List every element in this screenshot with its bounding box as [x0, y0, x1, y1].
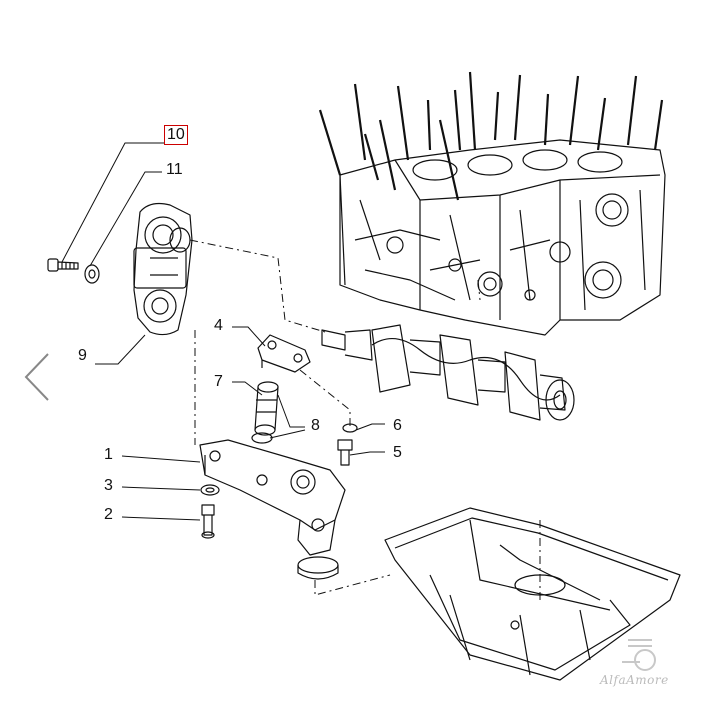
- assembly-line: [189, 239, 326, 333]
- leader-line: [89, 171, 162, 267]
- callout-10[interactable]: 10: [164, 125, 188, 145]
- pump-drive-housing: [133, 202, 193, 336]
- callout-1[interactable]: 1: [104, 446, 113, 463]
- leader-line: [121, 455, 201, 463]
- leader-line: [355, 423, 385, 431]
- crankshaft: [321, 324, 575, 421]
- leader-line: [349, 451, 385, 456]
- logo-icon: [622, 639, 656, 671]
- assembly-line: [477, 279, 481, 301]
- washer-3: [200, 484, 220, 496]
- bolt-2: [201, 504, 215, 539]
- prev-image-button[interactable]: [22, 350, 52, 404]
- leader-line: [121, 486, 201, 491]
- leader-line: [232, 381, 263, 396]
- fitting: [257, 334, 311, 373]
- callout-2[interactable]: 2: [104, 506, 113, 523]
- callout-11[interactable]: 11: [166, 161, 183, 178]
- leader-line: [269, 429, 306, 439]
- callout-6[interactable]: 6: [393, 417, 402, 434]
- bolt: [47, 258, 79, 272]
- pipe: [254, 381, 279, 436]
- oil-pump: [199, 439, 346, 580]
- leader-line: [232, 326, 266, 347]
- assembly-line: [314, 574, 391, 596]
- washer: [84, 264, 100, 284]
- callout-4[interactable]: 4: [214, 317, 223, 334]
- leader-line: [61, 142, 165, 263]
- leader-line: [121, 516, 201, 521]
- assembly-line: [299, 369, 351, 430]
- engine-block: [318, 71, 666, 336]
- leader-line: [277, 394, 305, 428]
- watermark-text: AlfaAmore: [600, 673, 669, 687]
- callout-5[interactable]: 5: [393, 444, 402, 461]
- callout-7[interactable]: 7: [214, 373, 223, 390]
- oil-sump: [384, 507, 681, 681]
- chevron-left-icon: [24, 353, 49, 401]
- bolt-5: [337, 439, 353, 466]
- callout-8[interactable]: 8: [311, 417, 320, 434]
- callout-9[interactable]: 9: [78, 347, 87, 364]
- leader-line: [95, 334, 146, 365]
- callout-3[interactable]: 3: [104, 477, 113, 494]
